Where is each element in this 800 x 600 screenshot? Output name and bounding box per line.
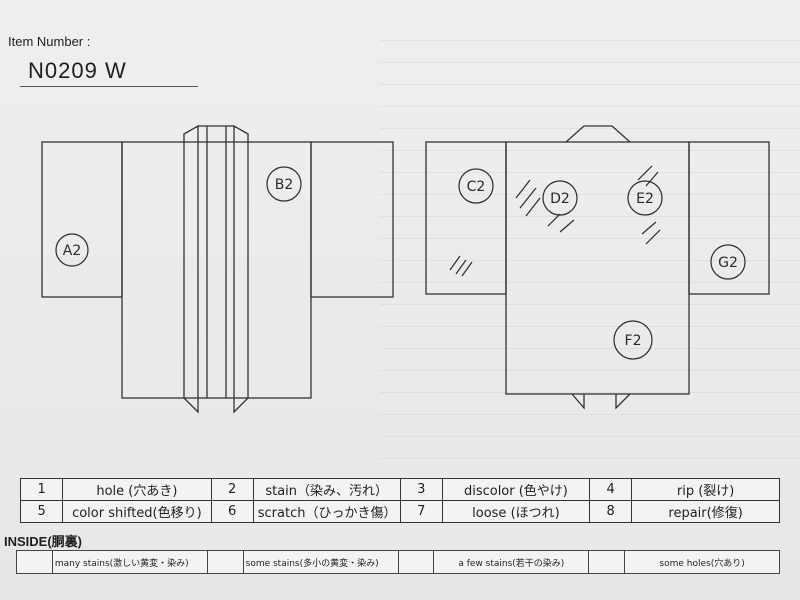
front-body [121, 141, 312, 399]
inside-checkbox-many-stains[interactable] [16, 550, 53, 574]
damage-marks [55, 165, 746, 360]
stain-hatch [559, 219, 575, 233]
stain-hatch [461, 261, 473, 277]
front-view [41, 124, 394, 414]
legend-text: scratch（ひっかき傷） [252, 500, 401, 523]
legend-text: rip (裂け) [631, 478, 780, 501]
legend-code: 3 [399, 478, 443, 501]
label-c2: C2 [467, 179, 486, 195]
label-circle-b2 [266, 166, 302, 202]
inside-checkbox-some-holes[interactable] [588, 550, 626, 574]
legend-code: 5 [19, 500, 64, 523]
damage-legend-table: 1 hole (穴あき) 2 stain（染み、汚れ） 3 discolor (… [19, 478, 780, 523]
legend-text: discolor (色やけ) [441, 478, 591, 501]
stain-hatch [645, 171, 659, 187]
label-circle-a2 [55, 233, 89, 267]
label-e2: E2 [636, 191, 654, 207]
back-hem-flap-right [615, 393, 631, 410]
item-number-value: N0209 W [28, 58, 127, 83]
inside-option-many-stains: many stains(激しい黄変・染み) [51, 550, 208, 574]
legend-text: stain（染み、汚れ） [252, 478, 401, 501]
label-circle-d2 [542, 180, 578, 216]
front-collar-right [233, 124, 249, 414]
legend-code: 2 [210, 478, 254, 501]
label-a2: A2 [63, 243, 81, 259]
inside-checkbox-some-stains[interactable] [206, 550, 244, 574]
stain-hatch [455, 259, 467, 275]
stain-hatch [449, 255, 461, 271]
stain-hatch [637, 165, 653, 181]
back-hem-flap-left [571, 393, 585, 410]
legend-row: 5 color shifted(色移り) 6 scratch（ひっかき傷） 7 … [19, 500, 780, 523]
legend-code: 7 [399, 500, 443, 523]
back-view [425, 125, 770, 410]
legend-text: color shifted(色移り) [62, 500, 212, 523]
back-body [505, 141, 690, 395]
damage-labels: A2 B2 C2 D2 E2 F2 G2 [63, 177, 738, 349]
garment-diagram: A2 B2 C2 D2 E2 F2 G2 [41, 124, 770, 414]
stain-hatch [515, 179, 531, 199]
label-circle-e2 [627, 180, 663, 216]
inside-label: INSIDE(胴裏) [4, 534, 83, 549]
item-number-label: Item Number : [8, 34, 91, 49]
inside-checkbox-few-stains[interactable] [397, 550, 435, 574]
inside-condition-table: many stains(激しい黄変・染み) some stains(多小の黄変・… [16, 550, 780, 574]
label-circle-g2 [710, 244, 746, 280]
front-collar-left [183, 124, 199, 414]
legend-code: 6 [210, 500, 254, 523]
label-f2: F2 [625, 333, 642, 349]
legend-code: 8 [589, 500, 633, 523]
front-left-sleeve [41, 141, 123, 298]
legend-text: loose (ほつれ) [441, 500, 591, 523]
legend-code: 4 [589, 478, 633, 501]
stain-hatch [547, 213, 561, 227]
legend-text: repair(修復) [631, 500, 780, 523]
stain-hatch [525, 197, 541, 217]
front-right-sleeve [310, 141, 394, 298]
legend-text: hole (穴あき) [62, 478, 212, 501]
back-right-sleeve [688, 141, 770, 295]
stain-hatch [519, 187, 537, 209]
legend-row: 1 hole (穴あき) 2 stain（染み、汚れ） 3 discolor (… [19, 478, 780, 501]
item-number-underline [20, 86, 198, 87]
inside-row: many stains(激しい黄変・染み) some stains(多小の黄変・… [16, 550, 780, 574]
inside-option-few-stains: a few stains(若干の染み) [433, 550, 590, 574]
label-circle-c2 [458, 168, 494, 204]
back-collar [565, 125, 631, 143]
legend-code: 1 [19, 478, 64, 501]
inside-option-some-stains: some stains(多小の黄変・染み) [242, 550, 399, 574]
label-circle-f2 [613, 320, 653, 360]
stain-hatch [645, 229, 661, 245]
label-d2: D2 [550, 191, 570, 207]
stain-hatch [641, 221, 657, 235]
inside-option-some-holes: some holes(穴あり) [624, 550, 780, 574]
label-g2: G2 [718, 255, 738, 271]
label-b2: B2 [275, 177, 294, 193]
